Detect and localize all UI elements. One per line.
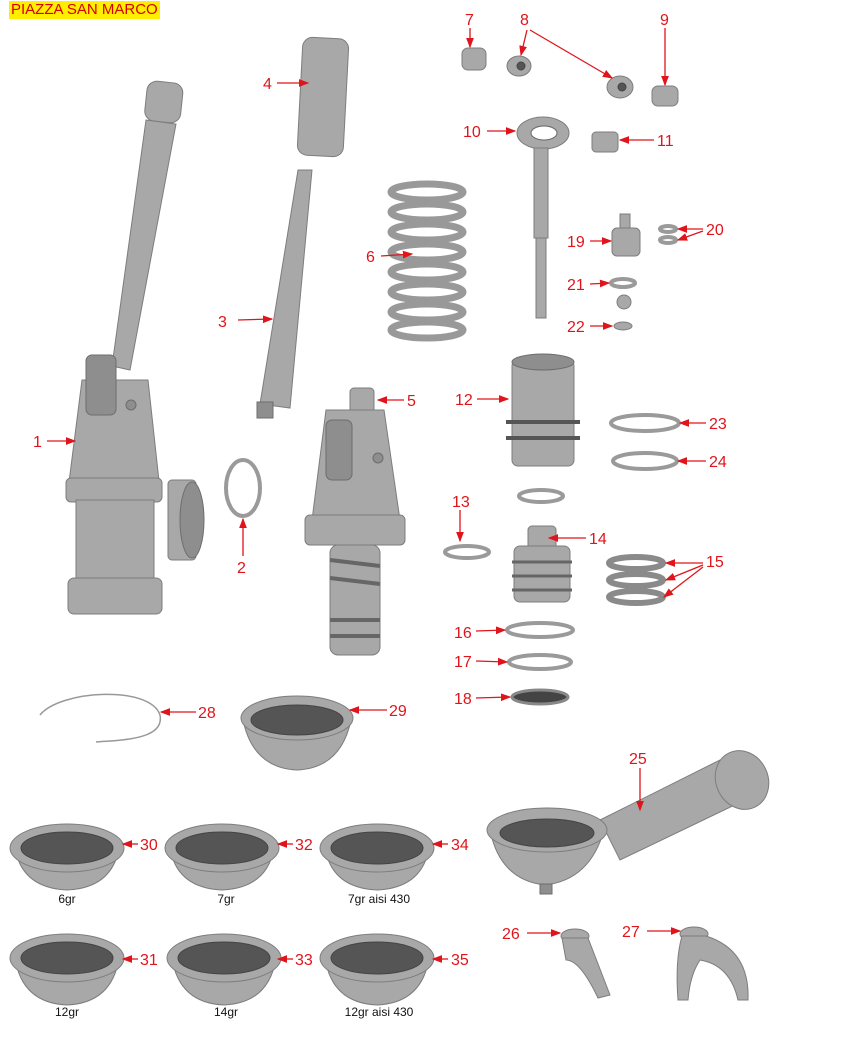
label-33: 33 [295,952,313,969]
part-31-basket [9,933,125,1006]
part-6-spring [387,180,467,342]
part-11-nut [591,131,619,153]
part-10-eye-bolt [516,116,570,319]
part-30-basket [9,823,125,891]
label-6: 6 [366,249,375,266]
label-29: 29 [389,703,407,720]
caption-35: 12gr aisi 430 [345,1005,414,1019]
label-12: 12 [455,392,473,409]
label-9: 9 [660,12,669,29]
part-26-spout [560,928,611,999]
part-14-piston [512,525,572,603]
part-32-basket [164,823,280,891]
part-18-seal [510,688,570,706]
part-22-seal [613,321,633,331]
part-20-rings [658,224,678,245]
part-35-basket [319,933,435,1006]
label-25: 25 [629,751,647,768]
caption-33: 14gr [214,1005,238,1019]
label-32: 32 [295,837,313,854]
label-34: 34 [451,837,469,854]
label-22: 22 [567,319,585,336]
label-18: 18 [454,691,472,708]
label-26: 26 [502,926,520,943]
part-25-portafilter [486,750,770,895]
part-number-labels: 1 2 3 4 5 6 7 8 9 10 11 12 13 14 15 16 1… [33,12,727,969]
caption-32: 7gr [217,892,234,906]
part-3-lever-rod [256,169,313,419]
part-15-rings [606,554,666,606]
label-19: 19 [567,234,585,251]
part-24-oring [611,451,679,471]
caption-34: 7gr aisi 430 [348,892,410,906]
part-27-spout [676,926,749,1001]
label-27: 27 [622,924,640,941]
label-17: 17 [454,654,472,671]
label-2: 2 [237,560,246,577]
part-1-group-lever-assembly [65,80,205,615]
part-5-group-body [304,387,406,656]
label-35: 35 [451,952,469,969]
label-15: 15 [706,554,724,571]
label-28: 28 [198,705,216,722]
filter-baskets [9,823,435,1006]
label-23: 23 [709,416,727,433]
label-10: 10 [463,124,481,141]
caption-31: 12gr [55,1005,79,1019]
label-7: 7 [465,12,474,29]
label-30: 30 [140,837,158,854]
label-13: 13 [452,494,470,511]
part-28-spring-wire [39,693,161,743]
label-20: 20 [706,222,724,239]
caption-30: 6gr [58,892,75,906]
label-5: 5 [407,393,416,410]
label-1: 1 [33,434,42,451]
label-16: 16 [454,625,472,642]
part-2-gasket [224,458,262,518]
part-9-screw [651,85,679,107]
label-4: 4 [263,76,272,93]
part-12-cylinder [506,353,580,467]
part-29-filter-basket [240,695,354,771]
label-8: 8 [520,12,529,29]
leader-arrows [47,28,706,963]
label-31: 31 [140,952,158,969]
part-21-ring [609,277,637,289]
part-19-valve [611,213,641,257]
label-3: 3 [218,314,227,331]
label-21: 21 [567,277,585,294]
page-title: PIAZZA SAN MARCO [9,1,160,19]
label-14: 14 [589,531,607,548]
part-23-oring [609,413,681,433]
part-34-basket [319,823,435,891]
ball [616,294,632,310]
part-8-washers [506,55,634,99]
label-11: 11 [657,133,674,150]
part-4-handle [296,36,350,158]
part-17-ring [507,653,573,671]
seal [517,488,565,504]
part-33-basket [166,933,282,1006]
label-24: 24 [709,454,727,471]
basket-captions: 6gr 7gr 7gr aisi 430 12gr 14gr 12gr aisi… [55,892,414,1019]
part-7-pin [461,47,487,71]
part-16-ring [505,621,575,639]
part-13-circlip [443,544,491,560]
